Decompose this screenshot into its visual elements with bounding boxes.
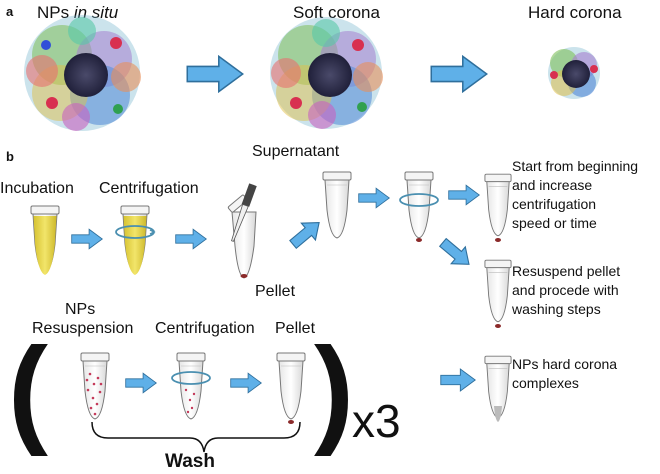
outcome-resuspend-line-1: Resuspend pellet [512,263,621,279]
arrow-right-icon [358,187,390,209]
arrow-right-icon [175,228,207,250]
wash-nps-label: NPs [65,301,96,318]
outcome-restart-line-4: speed or time [512,215,597,231]
wash-brace [91,421,301,453]
stage-title-italic: in situ [73,3,119,22]
wash-repeat-count: x3 [352,395,401,447]
arrow-right-icon [430,55,488,93]
arrow-right-icon [230,372,262,394]
stage-title-nps-in-situ: NPs in situ [37,3,118,23]
stage-title-soft-corona: Soft corona [293,3,380,22]
wash-centrifugation-tube [171,352,211,420]
centrifugation-tube [115,205,156,275]
hard-corona-cluster [548,47,600,99]
outcome-resuspend-line-2: and procede with [512,282,619,298]
outcome-restart-text: Start from beginning and increase centri… [512,157,638,233]
incubation-label: Incubation [0,180,74,197]
wash-pellet-label: Pellet [275,320,316,337]
centrifugation-label: Centrifugation [99,180,199,197]
arrow-right-icon [186,55,244,93]
arrow-right-icon [440,368,476,392]
panel-a-label: a [6,4,14,19]
np-in-situ-cluster [24,15,141,131]
outcome-restart-line-1: Start from beginning [512,158,639,174]
arrow-right-icon [448,184,480,206]
soft-corona-cluster [270,17,383,129]
panel-b-label: b [6,149,14,164]
hard-corona-complex-tube [484,355,512,422]
arrow-right-icon [125,372,157,394]
open-tube-with-pipette [227,183,257,279]
pellet-label: Pellet [255,283,296,300]
resuspend-tube [484,259,512,328]
outcome-resuspend-line-3: washing steps [512,301,601,317]
wash-resuspension-tube [80,352,110,420]
arrow-right-icon [71,228,103,250]
second-centrifuge-tube [399,171,439,242]
supernatant-tube [322,171,352,239]
arrow-down-right-icon [438,237,470,265]
wash-resuspension-label: Resuspension [32,320,134,337]
outcome-hard-corona-text: NPs hard corona complexes [512,355,617,393]
restart-tube [484,173,512,242]
pipette-icon [231,183,257,242]
stage-title-prefix: NPs [37,3,74,22]
outcome-restart-line-3: centrifugation [512,196,597,212]
supernatant-label: Supernatant [252,143,340,160]
outcome-hard-corona-line-1: NPs hard corona [512,356,618,372]
outcome-hard-corona-line-2: complexes [512,375,579,391]
outcome-restart-line-2: and increase [512,177,593,193]
arrow-up-right-icon [289,221,320,250]
stage-title-hard-corona: Hard corona [528,3,622,22]
wash-label: Wash [165,451,215,472]
wash-close-paren: ) [314,323,354,457]
wash-open-paren: ( [8,323,48,457]
outcome-resuspend-text: Resuspend pellet and procede with washin… [512,262,620,319]
wash-centrifugation-label: Centrifugation [155,320,255,337]
incubation-tube [30,205,60,275]
wash-pellet-tube [276,352,306,424]
